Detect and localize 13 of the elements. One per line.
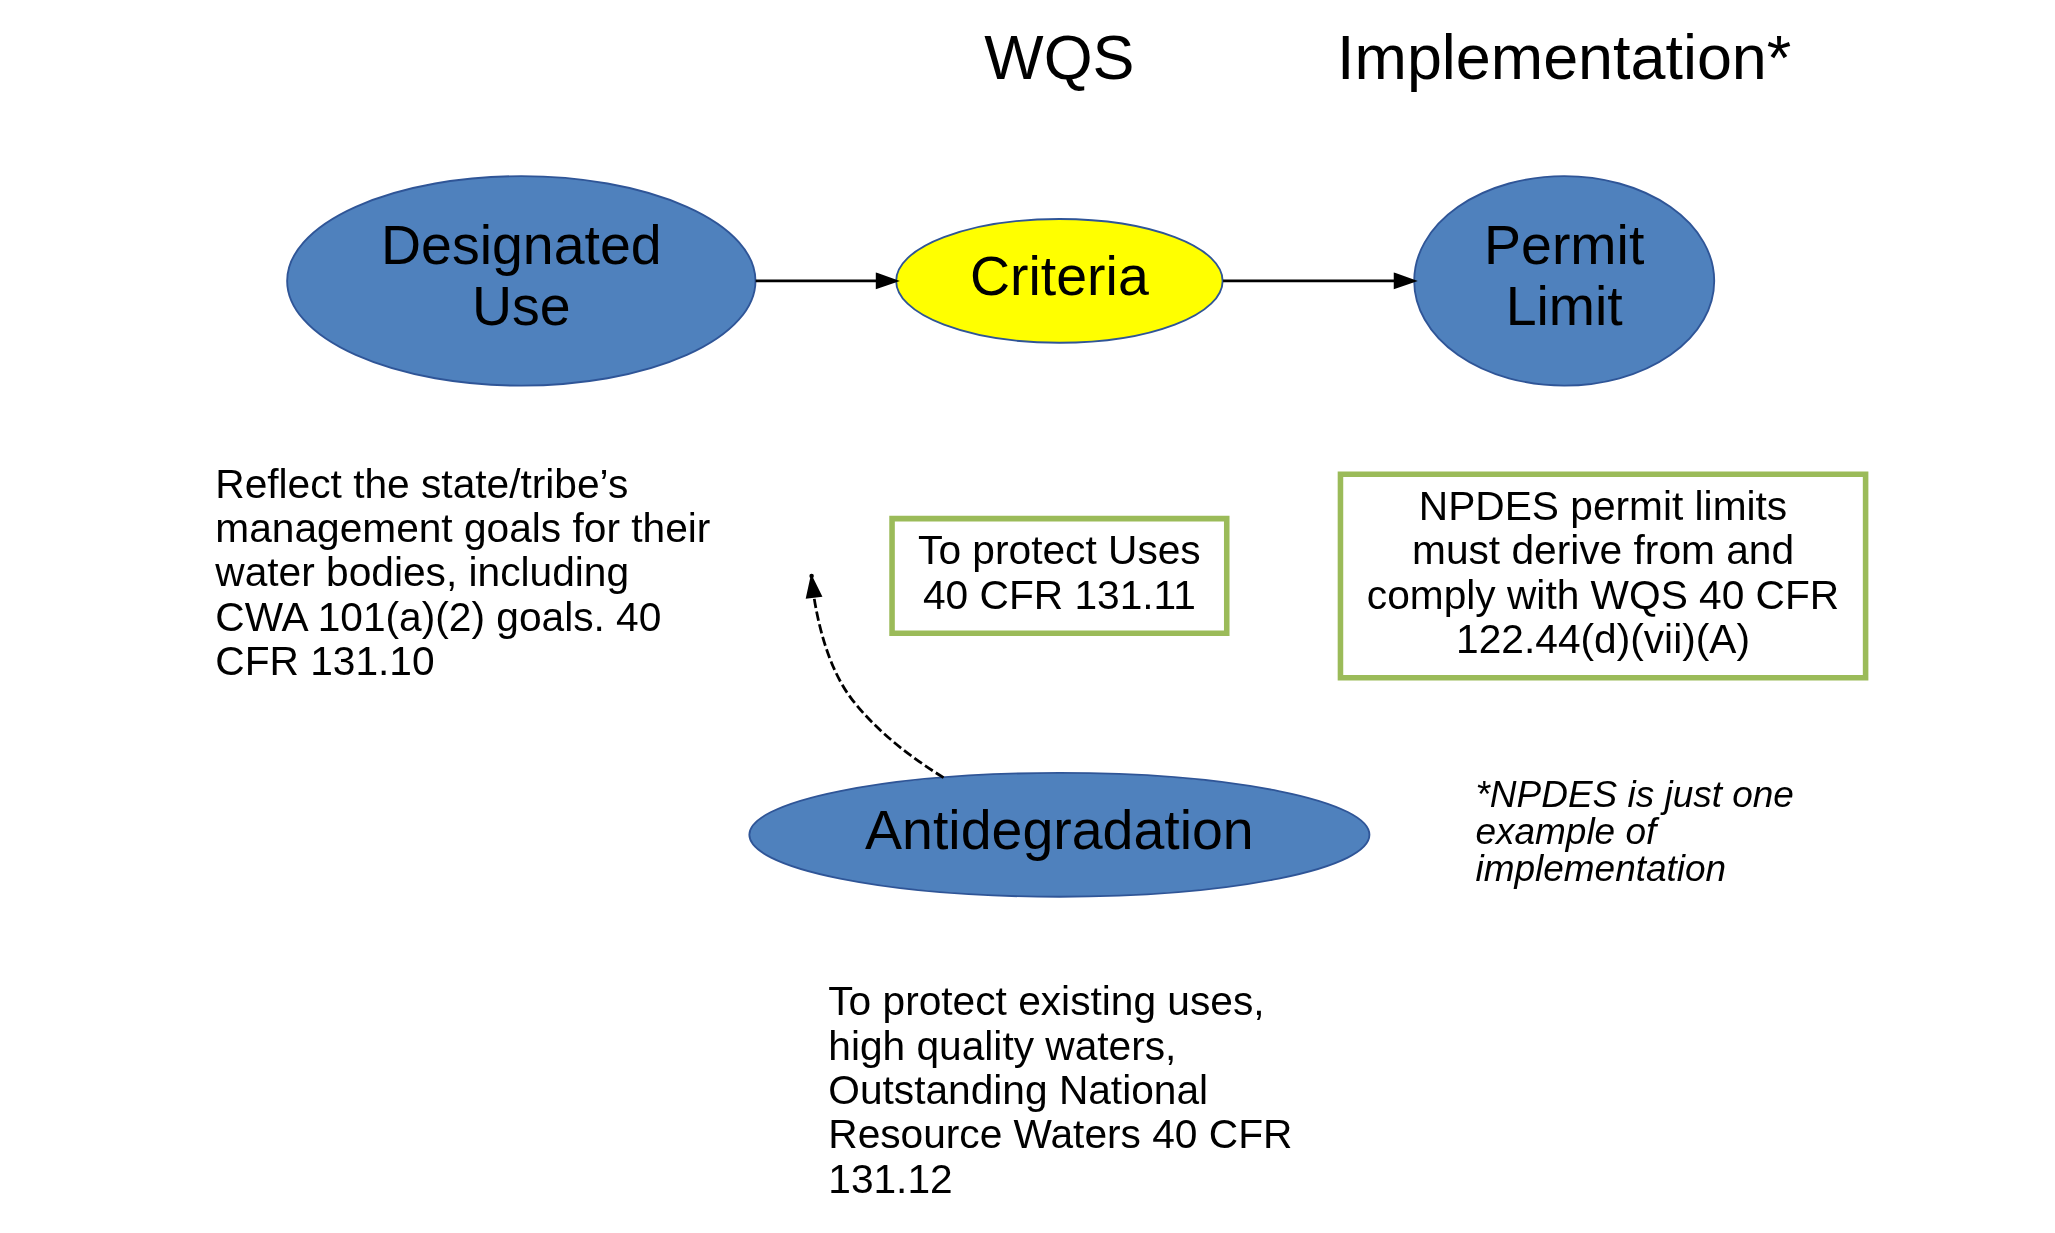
arrow (755, 272, 900, 290)
label: *NPDES is just one example of implementation (1475, 774, 1794, 890)
arrow (1223, 272, 1418, 290)
node-box: NPDES permit limits must derive from and comply with WQS 40 CFR 122.44(d)(vii)(A) (1337, 471, 1869, 681)
node-ellipse: Designated Use (286, 175, 757, 387)
node-label: To protect existing uses, high quality waters, Outstanding National Resource Waters 40 CFR 131.12 (828, 978, 1293, 1202)
label: Implementation* (1337, 21, 1792, 92)
label: WQS (984, 21, 1135, 92)
node-box: To protect Uses 40 CFR 131.11 (889, 515, 1230, 637)
node-ellipse: Antidegradation (748, 772, 1371, 898)
node-label: Reflect the state/tribe’s management goals for their water bodies, including CWA 101(a)(2) goals. 40 CFR 131.10 (215, 460, 711, 685)
node-ellipse: Permit Limit (1413, 175, 1716, 387)
node-ellipse: Criteria (895, 218, 1224, 344)
